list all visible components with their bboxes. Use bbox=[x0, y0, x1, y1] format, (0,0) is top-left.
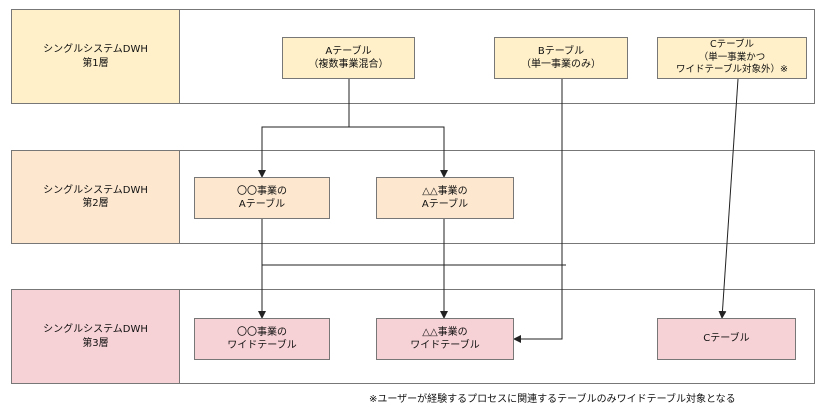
node-oo-wide-table: 〇〇事業の ワイドテーブル bbox=[194, 318, 330, 360]
node-tt-wide-table: △△事業の ワイドテーブル bbox=[376, 318, 514, 360]
node-c-table: Cテーブル bbox=[657, 318, 796, 360]
node-a-table-mixed: Aテーブル （複数事業混合） bbox=[282, 37, 415, 79]
node-c-table-single-wide: Cテーブル （単一事業かつ ワイドテーブル対象外）※ bbox=[657, 37, 807, 79]
node-oo-a-table: 〇〇事業の Aテーブル bbox=[194, 177, 330, 219]
node-tt-a-table: △△事業の Aテーブル bbox=[376, 177, 514, 219]
layer-1-label: シングルシステムDWH 第1層 bbox=[12, 10, 180, 103]
footnote: ※ユーザーが経験するプロセスに関連するテーブルのみワイドテーブル対象となる bbox=[369, 394, 736, 405]
node-b-table-single: Bテーブル （単一事業のみ） bbox=[494, 37, 628, 79]
layer-3-label: シングルシステムDWH 第3層 bbox=[12, 290, 180, 383]
layer-2-label: シングルシステムDWH 第2層 bbox=[12, 151, 180, 243]
